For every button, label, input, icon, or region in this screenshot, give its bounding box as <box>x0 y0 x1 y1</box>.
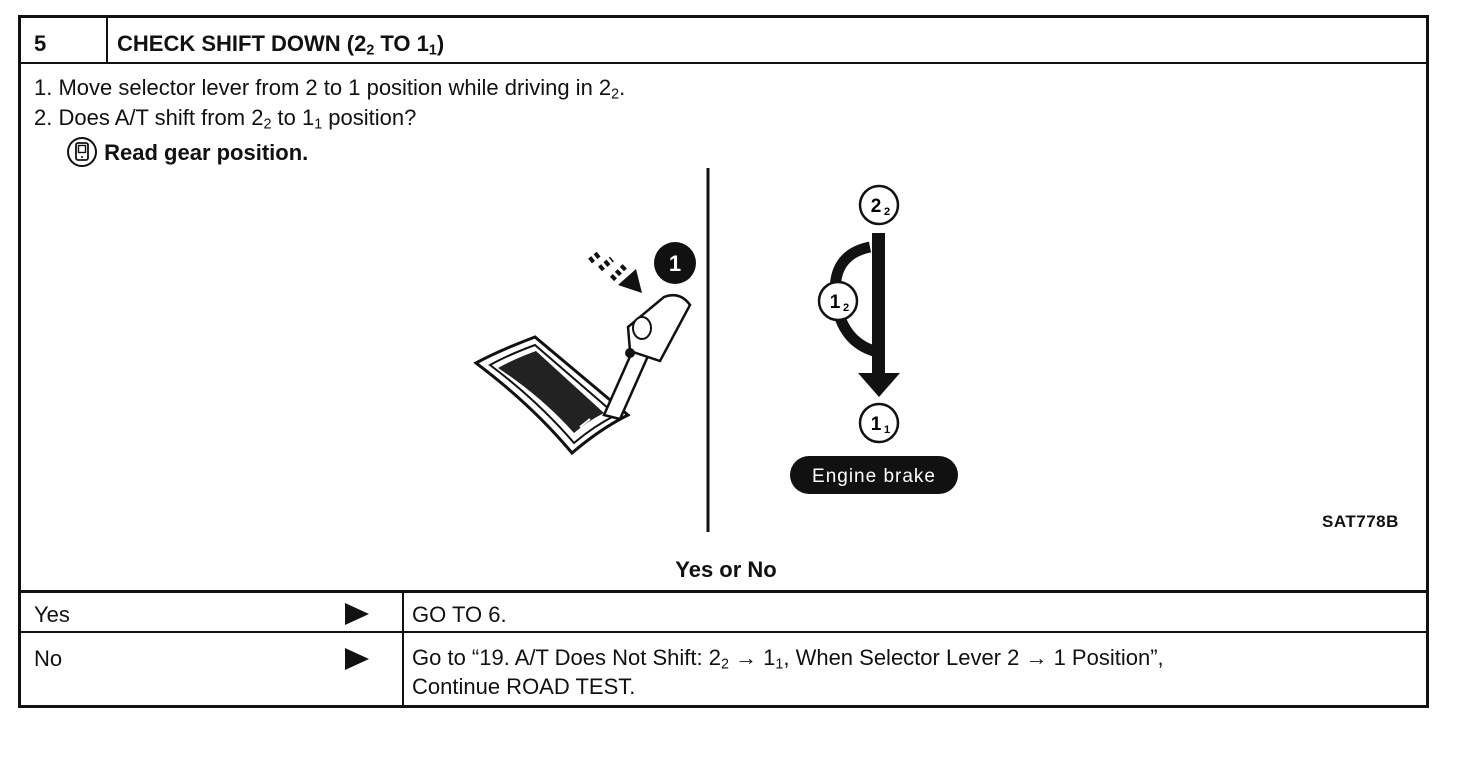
shift-diagram: 2 2 1 2 1 1 Engine brake <box>790 184 958 494</box>
answers-top-divider <box>18 590 1429 593</box>
push-arrow-icon <box>588 250 642 293</box>
gear-label-mid: 1 <box>830 292 841 313</box>
yes-arrow-icon <box>345 603 369 625</box>
answer-no-label: No <box>34 646 63 671</box>
answer-column-divider <box>402 591 404 708</box>
callout-number: 1 <box>669 251 681 276</box>
step-title: CHECK SHIFT DOWN (22 TO 11) <box>117 31 445 59</box>
answer-yes-label: Yes <box>34 602 70 627</box>
instruction-line-2: 2. Does A/T shift from 22 to 11 position… <box>34 105 417 133</box>
answer-yes-result: GO TO 6. <box>412 602 507 627</box>
answer-no-result-line-1: Go to “19. A/T Does Not Shift: 22 → 11, … <box>412 645 1164 673</box>
answers-row-divider <box>18 631 1429 633</box>
shift-illustration: 1 2 2 1 2 1 1 Engine brake <box>473 168 958 532</box>
header-divider <box>18 62 1429 64</box>
instruction-line-1: 1. Move selector lever from 2 to 1 posit… <box>34 75 626 103</box>
step-number-divider <box>106 15 108 63</box>
gear-label-top: 2 <box>871 196 882 217</box>
no-arrow-icon <box>345 648 369 670</box>
selector-lever <box>602 294 692 421</box>
gear-label-mid-sub: 2 <box>843 302 849 314</box>
step-number: 5 <box>34 31 47 56</box>
gear-label-bottom: 1 <box>871 414 882 435</box>
answer-no-result-line-2: Continue ROAD TEST. <box>412 674 636 699</box>
gear-position-icon <box>67 137 97 167</box>
callout-badge <box>654 242 696 284</box>
gear-label-bottom-sub: 1 <box>884 424 890 436</box>
selector-gate <box>473 335 631 456</box>
gear-label-top-sub: 2 <box>884 206 890 218</box>
yes-no-question: Yes or No <box>675 557 777 582</box>
figure-code: SAT778B <box>1322 512 1399 531</box>
instruction-line-3: Read gear position. <box>66 136 308 168</box>
check-table <box>18 15 1429 708</box>
engine-brake-label: Engine brake <box>812 466 936 487</box>
